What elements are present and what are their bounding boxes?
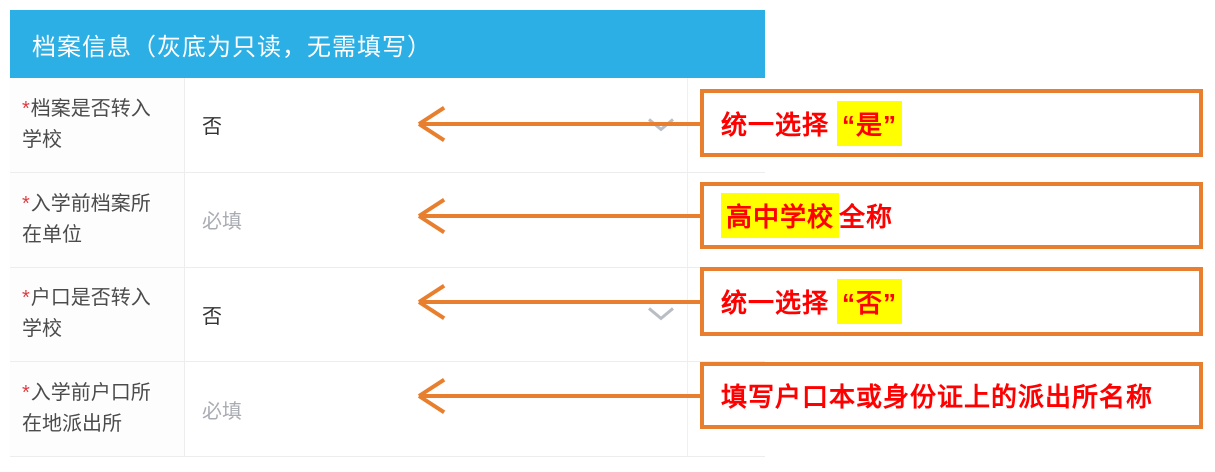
required-mark: * (22, 287, 30, 310)
section-title: 档案信息（灰底为只读，无需填写） (32, 33, 432, 61)
field-label: *入学前档案所在单位 (10, 172, 185, 267)
chevron-down-icon (648, 307, 674, 321)
annotation-box-1: 统一选择“是” (700, 89, 1203, 157)
annotation-highlight: 高中学校 (721, 193, 840, 238)
required-mark: * (22, 97, 30, 120)
field-label-text: 档案是否转入学校 (22, 97, 151, 151)
field-label: *档案是否转入学校 (10, 78, 185, 172)
required-mark: * (22, 382, 30, 405)
field-label-text: 入学前档案所在单位 (22, 192, 151, 246)
annotation-highlight: “是” (837, 100, 903, 146)
annotation-arrow-1 (420, 122, 701, 126)
required-mark: * (22, 192, 30, 215)
section-header: 档案信息（灰底为只读，无需填写） (10, 10, 765, 78)
archive-unit-input[interactable]: 必填 (185, 172, 687, 267)
input-placeholder: 必填 (202, 211, 242, 234)
field-label: *户口是否转入学校 (10, 267, 185, 362)
annotation-box-3: 统一选择“否” (700, 267, 1203, 336)
field-label: *入学前户口所在地派出所 (10, 362, 185, 456)
form-table: *档案是否转入学校 否 *入学前档案所在单位 必填 *户口是否转入学校 (10, 78, 765, 457)
annotation-highlight: “否” (837, 279, 903, 324)
annotation-box-2: 高中学校全称 (700, 182, 1203, 249)
input-placeholder: 必填 (202, 400, 242, 423)
annotation-text: 填写户口本或身份证上的派出所名称 (721, 382, 1154, 412)
annotation-arrow-3 (420, 300, 701, 304)
annotation-text: 全称 (839, 202, 894, 232)
select-value: 否 (202, 116, 222, 139)
select-value: 否 (202, 305, 222, 328)
field-label-text: 户口是否转入学校 (22, 287, 151, 341)
form-row-police-station: *入学前户口所在地派出所 必填 (10, 361, 765, 456)
annotation-text: 统一选择 (721, 288, 830, 318)
annotation-arrow-4 (420, 394, 701, 398)
form-row-hukou-transfer: *户口是否转入学校 否 (10, 266, 765, 362)
annotation-arrow-2 (420, 214, 701, 218)
annotation-box-4: 填写户口本或身份证上的派出所名称 (700, 362, 1203, 429)
form-row-archive-unit: *入学前档案所在单位 必填 (10, 171, 765, 267)
annotation-text: 统一选择 (721, 109, 830, 140)
field-label-text: 入学前户口所在地派出所 (22, 382, 151, 436)
